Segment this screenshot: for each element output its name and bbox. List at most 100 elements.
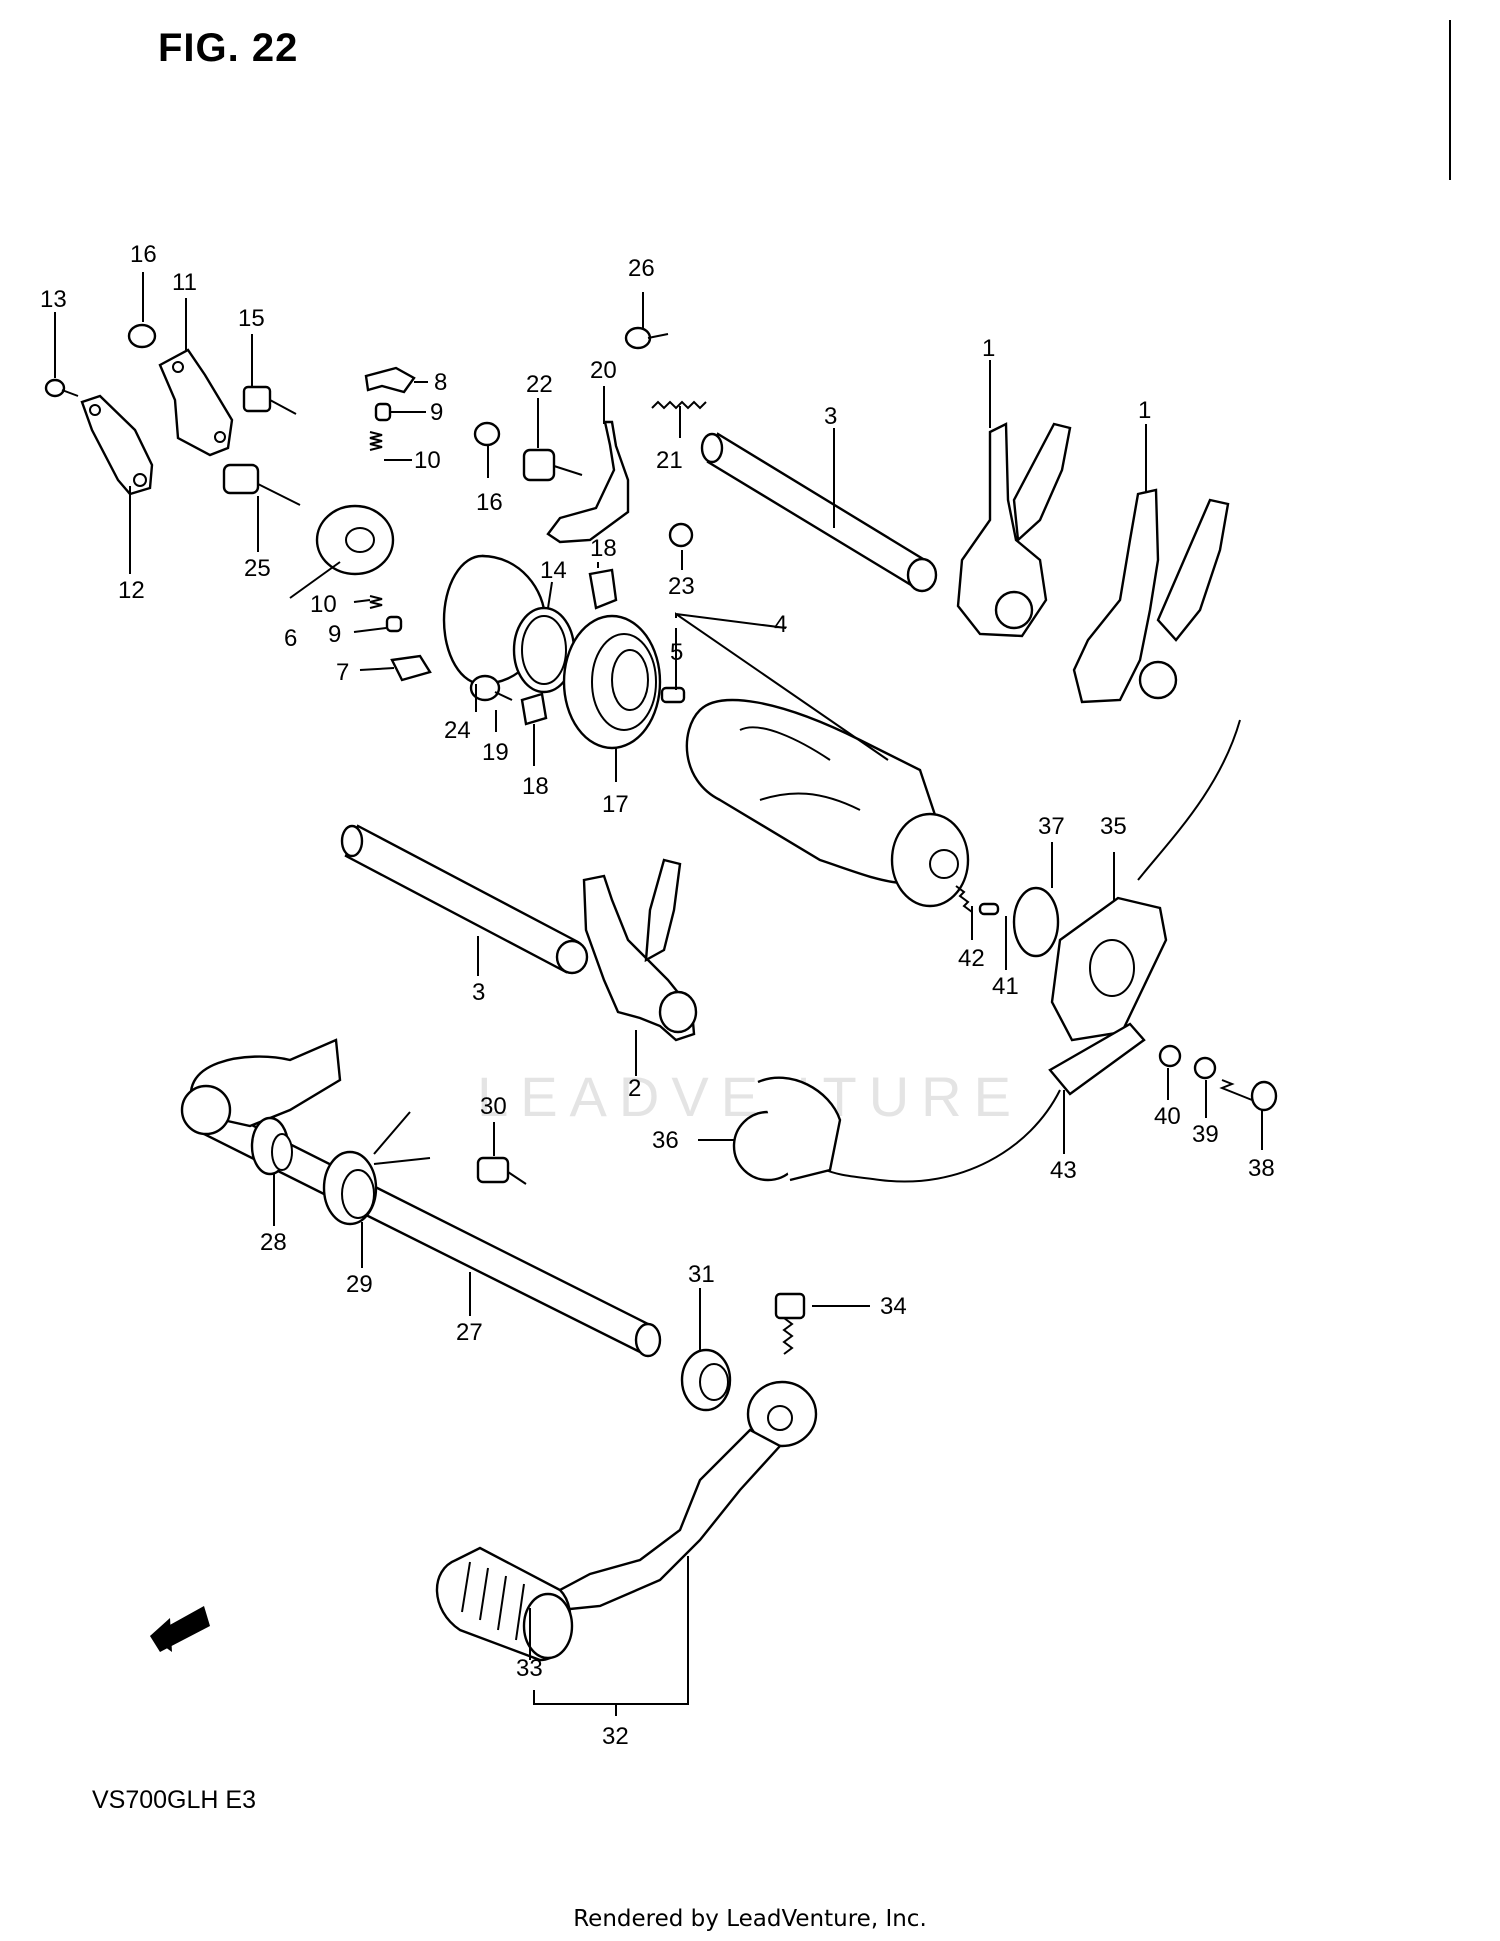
pawl-8 xyxy=(364,366,416,394)
callout-9a: 9 xyxy=(430,399,443,426)
washer-40 xyxy=(1158,1044,1182,1068)
oil-seal-31 xyxy=(680,1348,732,1412)
spring-21 xyxy=(651,400,707,410)
retainer-18b xyxy=(520,692,548,726)
pin-25 xyxy=(222,463,301,506)
callout-1a: 1 xyxy=(982,335,995,362)
callout-23: 23 xyxy=(668,573,695,600)
callout-26: 26 xyxy=(628,255,655,282)
stud-15 xyxy=(242,385,297,415)
sensor-lead-wire xyxy=(1137,719,1241,881)
callout-2: 2 xyxy=(628,1075,641,1102)
callout-10b: 10 xyxy=(310,591,337,618)
callout-11: 11 xyxy=(172,269,197,296)
callout-15: 15 xyxy=(238,305,265,332)
cap-36 xyxy=(732,1076,842,1182)
callout-36: 36 xyxy=(652,1127,679,1154)
callout-38: 38 xyxy=(1248,1155,1275,1182)
nut-16b xyxy=(473,421,501,447)
callout-29: 29 xyxy=(346,1271,373,1298)
cam-gear-6 xyxy=(315,504,395,576)
callout-labels: 13 16 11 15 12 25 6 8 9 10 10 9 7 26 20 … xyxy=(40,241,1275,1750)
callout-21: 21 xyxy=(656,447,683,474)
shift-fork-1b xyxy=(1072,488,1230,704)
callout-22: 22 xyxy=(526,371,553,398)
callout-3b: 3 xyxy=(472,979,485,1006)
bolt-34 xyxy=(774,1292,806,1355)
callout-43: 43 xyxy=(1050,1157,1077,1184)
callout-16: 16 xyxy=(130,241,157,268)
callout-7: 7 xyxy=(336,659,349,686)
callout-42: 42 xyxy=(958,945,985,972)
retainer-18a xyxy=(588,568,618,610)
footer-credit: Rendered by LeadVenture, Inc. xyxy=(573,1906,927,1932)
callout-40: 40 xyxy=(1154,1103,1181,1130)
washer-28 xyxy=(250,1116,293,1176)
callout-32: 32 xyxy=(602,1723,629,1750)
callout-8: 8 xyxy=(434,369,447,396)
shift-drum-4 xyxy=(685,698,970,908)
pin-41 xyxy=(978,902,1000,916)
callout-18b: 18 xyxy=(522,773,549,800)
shift-fork-2 xyxy=(582,858,698,1042)
callout-37: 37 xyxy=(1038,813,1065,840)
callout-34: 34 xyxy=(880,1293,907,1320)
callout-1b: 1 xyxy=(1138,397,1151,424)
callout-3a: 3 xyxy=(824,403,837,430)
callout-28: 28 xyxy=(260,1229,287,1256)
spring-10b xyxy=(369,595,383,609)
pin-9b xyxy=(385,615,403,633)
clamp-43 xyxy=(1048,1022,1146,1096)
callout-13: 13 xyxy=(40,286,67,313)
callout-5: 5 xyxy=(670,639,683,666)
pawl-7 xyxy=(390,654,432,682)
o-ring-14 xyxy=(512,606,576,694)
watermark: LEADVENTURE xyxy=(477,1065,1023,1128)
wire-clamp-lead xyxy=(819,1089,1061,1183)
callout-16b: 16 xyxy=(476,489,503,516)
callout-4: 4 xyxy=(774,611,787,638)
callout-35: 35 xyxy=(1100,813,1127,840)
callout-19: 19 xyxy=(482,739,509,766)
callout-39: 39 xyxy=(1192,1121,1219,1148)
washer-23 xyxy=(668,522,694,548)
plate-11 xyxy=(158,348,234,457)
spring-10a xyxy=(369,431,383,451)
gearshift-shaft-27 xyxy=(180,1038,662,1358)
pin-5 xyxy=(660,686,686,704)
spring-42 xyxy=(955,885,973,913)
gearshift-lever-32 xyxy=(558,1380,818,1612)
callout-24: 24 xyxy=(444,717,471,744)
callout-20: 20 xyxy=(590,357,617,384)
stud-22 xyxy=(522,448,583,482)
model-code: VS700GLH E3 xyxy=(92,1786,256,1814)
return-spring-29 xyxy=(322,1111,431,1226)
fork-shaft-3a xyxy=(700,432,938,593)
stopper-plate-12 xyxy=(80,394,154,496)
fwd-arrow-icon xyxy=(150,1606,210,1652)
bearing-17 xyxy=(562,614,662,750)
callout-12: 12 xyxy=(118,577,145,604)
shift-rubber-33 xyxy=(435,1546,574,1662)
lockwasher-39 xyxy=(1193,1056,1217,1080)
shift-arm-20 xyxy=(546,420,630,544)
callout-27: 27 xyxy=(456,1319,483,1346)
callout-25: 25 xyxy=(244,555,271,582)
callout-18a: 18 xyxy=(590,535,617,562)
bolt-19 xyxy=(469,674,513,702)
callout-6: 6 xyxy=(284,625,297,652)
callout-17: 17 xyxy=(602,791,629,818)
figure-title: FIG. 22 xyxy=(158,26,299,70)
callout-9b: 9 xyxy=(328,621,341,648)
callout-14: 14 xyxy=(540,557,567,584)
callout-31: 31 xyxy=(688,1261,715,1288)
callout-41: 41 xyxy=(992,973,1019,1000)
nut-16 xyxy=(127,323,157,349)
fork-shaft-3b xyxy=(340,824,589,975)
callout-30: 30 xyxy=(480,1093,507,1120)
bracket-32 xyxy=(533,1556,689,1705)
callout-33: 33 xyxy=(516,1655,543,1682)
bolt-26 xyxy=(624,326,669,350)
shift-fork-1a xyxy=(956,422,1072,638)
